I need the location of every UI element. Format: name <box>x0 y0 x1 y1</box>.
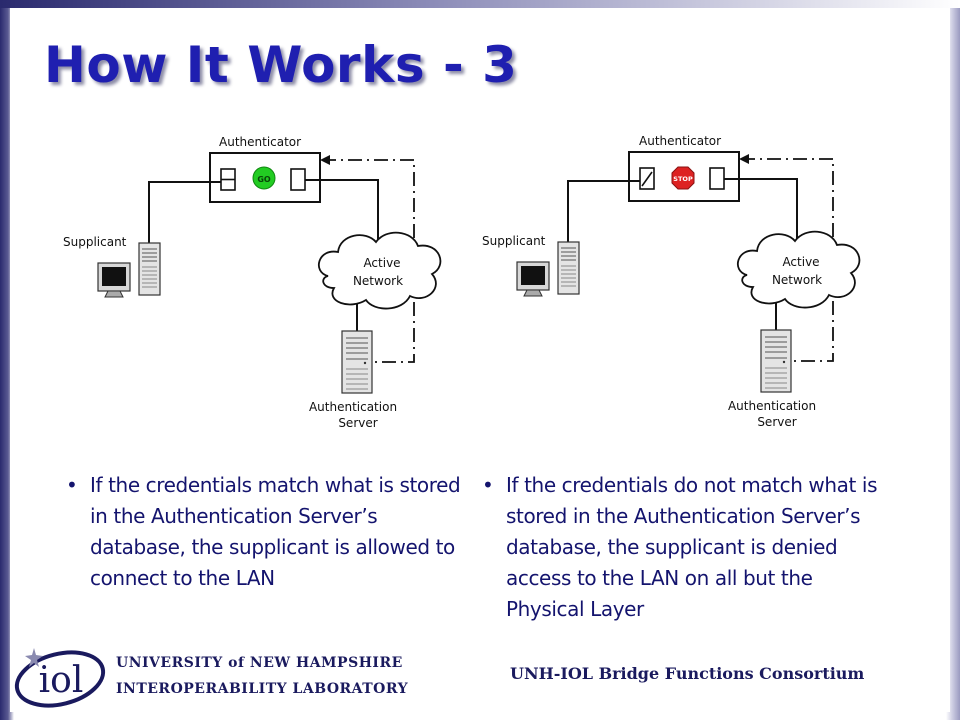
authentication-server-icon <box>760 329 792 393</box>
server-label-line2: Server <box>338 416 377 430</box>
network-label-line1: Active <box>782 255 819 269</box>
network-label-line2: Network <box>353 274 403 288</box>
active-network-cloud-icon <box>736 230 861 309</box>
network-label-line1: Active <box>363 256 400 270</box>
server-label-line2: Server <box>757 415 796 429</box>
diagram-left: Authenticator GO Supplicant Active Netwo… <box>63 135 442 430</box>
consortium-name: UNH-IOL Bridge Functions Consortium <box>510 664 865 683</box>
university-line1: UNIVERSITY of NEW HAMPSHIRE <box>116 655 403 671</box>
logo-text: iol <box>39 660 84 701</box>
bullet-text: If the credentials match what is stored … <box>90 473 461 590</box>
network-link <box>305 179 379 246</box>
supplicant-link <box>148 181 221 245</box>
authentication-server-icon <box>341 330 373 394</box>
server-label-line1: Authentication <box>309 400 397 414</box>
slide-title: How It Works - 3 <box>44 36 518 94</box>
supplicant-computer-icon <box>97 242 161 298</box>
supplicant-label: Supplicant <box>63 235 127 249</box>
diagram-right: Authenticator STOP Supplicant Active Net… <box>482 134 861 429</box>
uncontrolled-port <box>709 167 725 190</box>
active-network-cloud-icon <box>317 231 442 310</box>
bullet-text: If the credentials do not match what is … <box>506 473 878 621</box>
go-icon <box>252 166 276 190</box>
network-link <box>724 178 798 245</box>
slide-background <box>10 8 950 712</box>
bullet-left: • If the credentials match what is store… <box>66 470 470 594</box>
authenticator-label: Authenticator <box>639 134 721 148</box>
port-switch-open <box>641 171 653 187</box>
supplicant-link <box>567 180 640 244</box>
supplicant-label: Supplicant <box>482 234 546 248</box>
top-gradient-band <box>0 0 960 8</box>
stop-icon-label: STOP <box>673 175 693 183</box>
uncontrolled-port <box>290 168 306 191</box>
university-name: UNIVERSITY of NEW HAMPSHIRE INTEROPERABI… <box>116 650 408 702</box>
network-label-line2: Network <box>772 273 822 287</box>
go-icon-label: GO <box>257 175 271 184</box>
eap-arrow-icon <box>320 155 330 165</box>
eap-arrow-icon <box>739 154 749 164</box>
university-line2: INTEROPERABILITY LABORATORY <box>116 681 409 697</box>
iol-logo-icon: iol <box>14 648 106 708</box>
authenticator-label: Authenticator <box>219 135 301 149</box>
server-label-line1: Authentication <box>728 399 816 413</box>
stop-icon <box>671 166 695 190</box>
bullet-marker: • <box>66 473 78 497</box>
supplicant-computer-icon <box>516 241 580 297</box>
bullet-marker: • <box>482 473 494 497</box>
bullet-right: • If the credentials do not match what i… <box>482 470 896 625</box>
